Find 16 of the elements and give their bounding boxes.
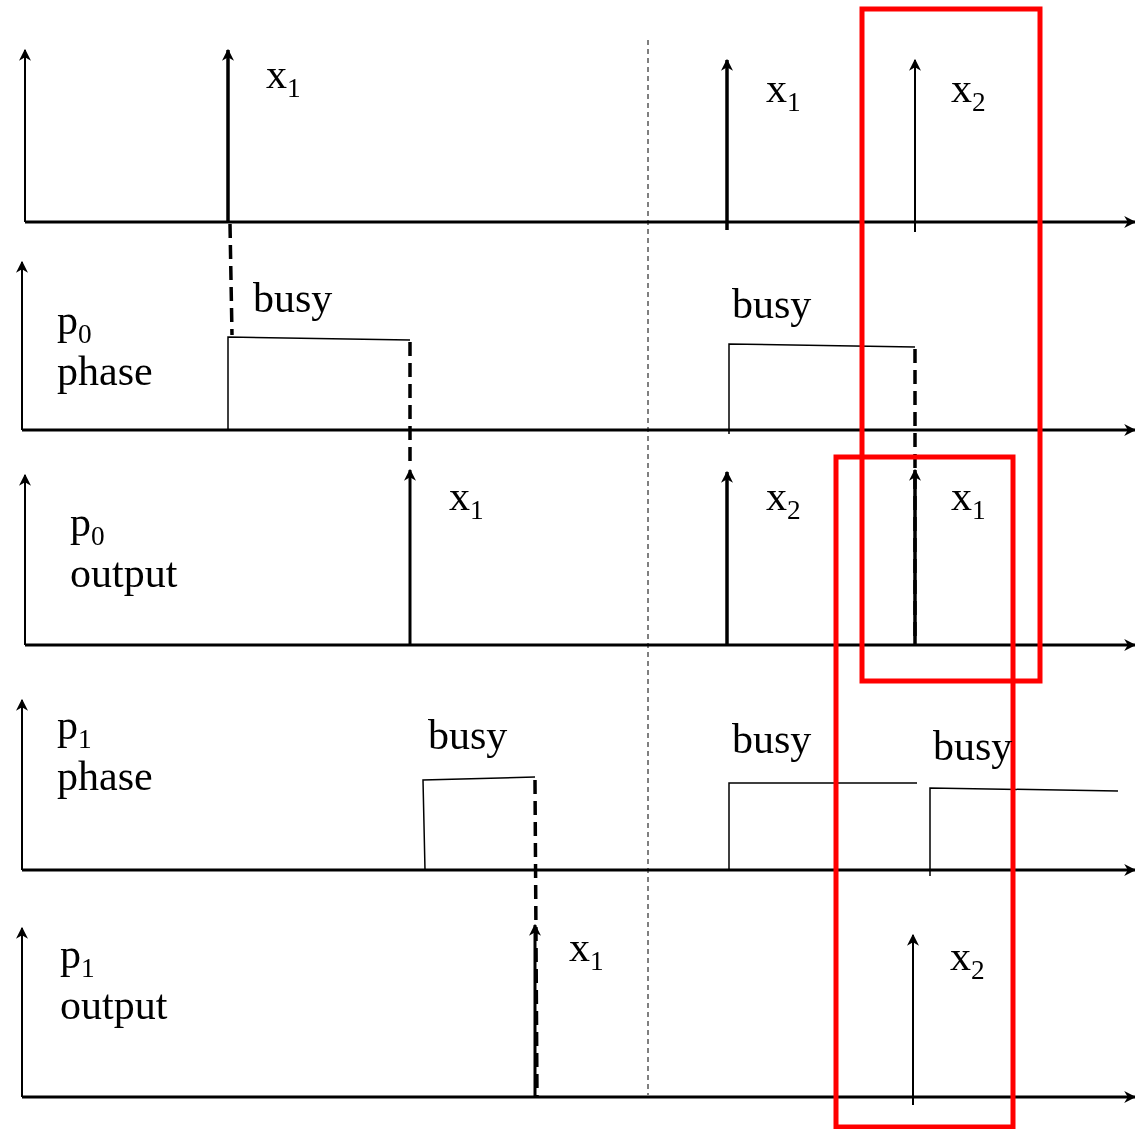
state-label: busy (253, 276, 333, 321)
state-label: busy (732, 282, 812, 327)
event-label: x$_{1}$ (951, 474, 986, 526)
signal-label: p$_{1}$ output (60, 932, 169, 1028)
signal-label: p$_{0}$ phase (57, 298, 154, 394)
event-label: x$_{1}$ (766, 66, 801, 118)
signal-label: p$_{0}$ output (70, 500, 179, 596)
event-label: x$_{1}$ (266, 52, 301, 104)
event-label: x$_{1}$ (449, 474, 484, 526)
event-label: x$_{1}$ (569, 925, 604, 977)
state-label: busy (732, 717, 812, 762)
state-label: busy (428, 713, 508, 758)
signal-label: p$_{1}$ phase (57, 703, 154, 799)
event-label: x$_{2}$ (951, 66, 986, 118)
event-label: x$_{2}$ (766, 474, 801, 526)
event-label: x$_{2}$ (950, 934, 985, 986)
